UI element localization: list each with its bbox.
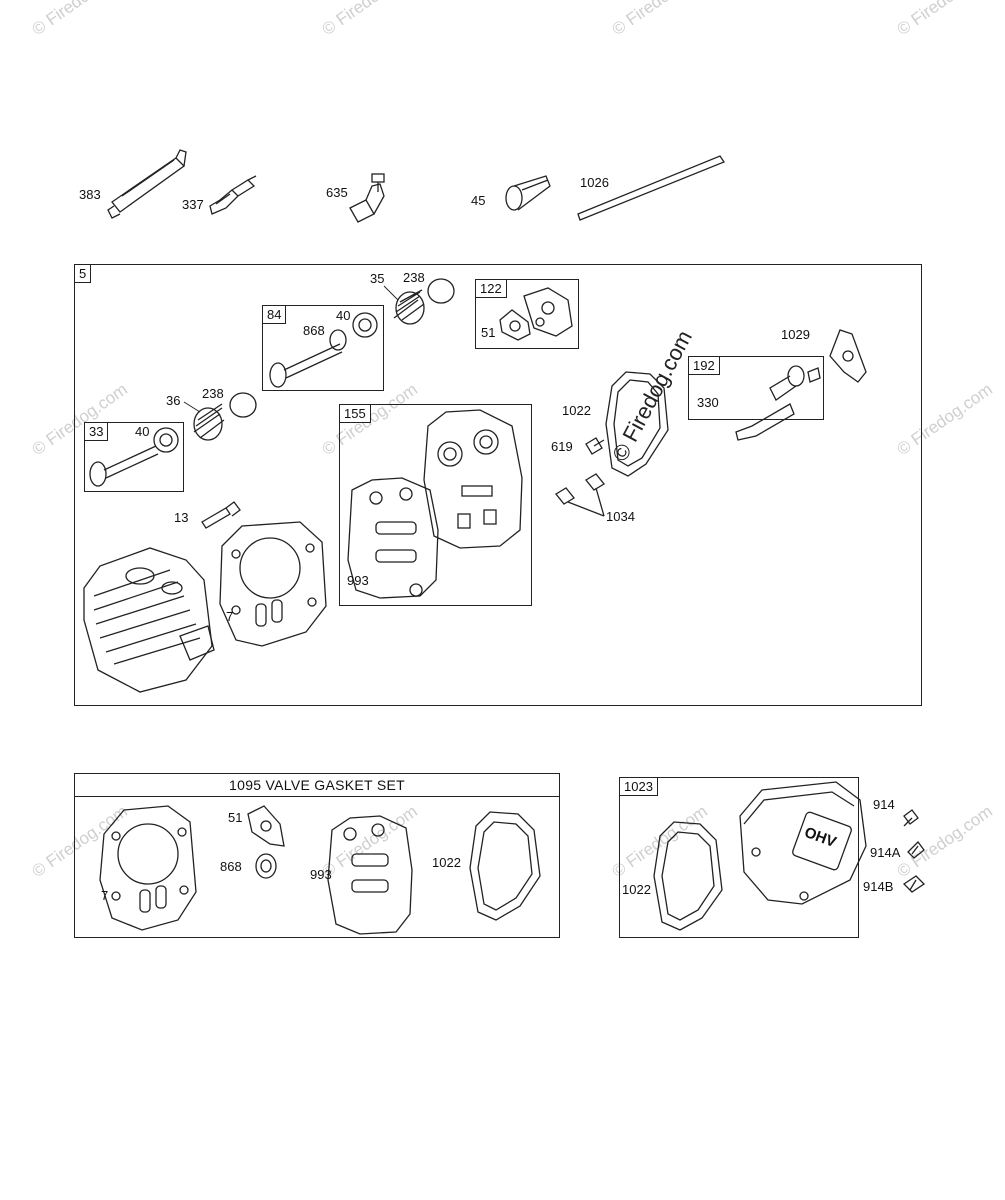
kit-33-frame: 33 <box>84 422 184 492</box>
part-label-1022[interactable]: 1022 <box>562 403 591 418</box>
kit-tag-192[interactable]: 192 <box>688 356 720 375</box>
set-seal-868-drawing <box>255 853 277 879</box>
part-619-drawing <box>585 437 605 455</box>
kit-192-frame: 192 <box>688 356 824 420</box>
cylinder-head-drawing <box>83 547 215 693</box>
part-label-914b[interactable]: 914B <box>863 879 894 894</box>
part-label-868[interactable]: 868 <box>220 859 242 874</box>
part-label-238[interactable]: 238 <box>403 270 425 285</box>
bolt-13-drawing <box>201 501 241 529</box>
part-label-40[interactable]: 40 <box>135 424 150 439</box>
kit-tag-33[interactable]: 33 <box>84 422 109 441</box>
kit-84-frame: 84 <box>262 305 384 391</box>
kit-tag-5[interactable]: 5 <box>74 264 92 283</box>
kit-tag-155[interactable]: 155 <box>339 404 371 423</box>
kit-122-frame: 122 <box>475 279 579 349</box>
part-label-914[interactable]: 914 <box>873 797 895 812</box>
part-label-993[interactable]: 993 <box>310 867 332 882</box>
kit-1023-gasket-drawing <box>653 821 723 931</box>
part-label-635[interactable]: 635 <box>326 185 348 200</box>
part-635-drawing <box>349 173 385 223</box>
part-label-993[interactable]: 993 <box>347 573 369 588</box>
kit-tag-122[interactable]: 122 <box>475 279 507 298</box>
part-label-914a[interactable]: 914A <box>870 845 901 860</box>
part-label-13[interactable]: 13 <box>174 510 189 525</box>
part-label-330[interactable]: 330 <box>697 395 719 410</box>
valve-gasket-set-frame: 1095 VALVE GASKET SET <box>74 773 560 938</box>
kit-122-drawing <box>499 287 573 341</box>
part-label-238[interactable]: 238 <box>202 386 224 401</box>
part-label-1022[interactable]: 1022 <box>622 882 651 897</box>
cap-238-top-drawing <box>427 278 455 304</box>
leader-lines <box>183 285 399 413</box>
part-label-7[interactable]: 7 <box>226 609 234 624</box>
cap-238-left-drawing <box>229 392 257 418</box>
set-gasket-1022-drawing <box>469 811 541 921</box>
part-1034-drawing <box>555 473 605 517</box>
spring-36-drawing <box>193 403 225 441</box>
part-label-1026[interactable]: 1026 <box>580 175 609 190</box>
part-label-51[interactable]: 51 <box>228 810 243 825</box>
part-label-1029[interactable]: 1029 <box>781 327 810 342</box>
part-337-drawing <box>209 175 257 215</box>
kit-33-drawing <box>89 427 179 487</box>
part-383-drawing <box>107 149 187 219</box>
part-label-1034[interactable]: 1034 <box>606 509 635 524</box>
part-label-1022[interactable]: 1022 <box>432 855 461 870</box>
kit-192-drawing <box>735 365 821 441</box>
kit-tag-84[interactable]: 84 <box>262 305 287 324</box>
set-gasket-7-drawing <box>99 805 197 931</box>
kit-84-drawing <box>269 312 378 388</box>
part-1029-drawing <box>829 329 867 383</box>
part-label-51[interactable]: 51 <box>481 325 496 340</box>
part-45-drawing <box>505 175 551 211</box>
part-label-7[interactable]: 7 <box>101 888 109 903</box>
part-label-337[interactable]: 337 <box>182 197 204 212</box>
spring-35-drawing <box>393 289 425 325</box>
kit-tag-1023[interactable]: 1023 <box>619 777 658 796</box>
valve-gasket-set-title[interactable]: 1095 VALVE GASKET SET <box>75 774 559 797</box>
gasket-1022-drawing <box>605 371 669 477</box>
part-label-383[interactable]: 383 <box>79 187 101 202</box>
bolt-914-drawing <box>903 809 919 827</box>
kit-155-frame: 155 <box>339 404 532 606</box>
head-assembly-frame: 5 <box>74 264 922 706</box>
part-label-40[interactable]: 40 <box>336 308 351 323</box>
set-gasket-51-drawing <box>247 805 285 847</box>
part-1026-drawing <box>577 155 725 221</box>
cover-kit-frame: 1023 <box>619 777 859 938</box>
set-gasket-993-drawing <box>327 815 413 935</box>
part-label-35[interactable]: 35 <box>370 271 385 286</box>
part-label-868[interactable]: 868 <box>303 323 325 338</box>
kit-155-drawing <box>347 409 523 599</box>
bolt-914a-drawing <box>907 841 925 859</box>
part-label-45[interactable]: 45 <box>471 193 486 208</box>
part-label-619[interactable]: 619 <box>551 439 573 454</box>
bolt-914b-drawing <box>902 875 926 893</box>
part-label-36[interactable]: 36 <box>166 393 181 408</box>
head-gasket-7-drawing <box>219 521 327 647</box>
